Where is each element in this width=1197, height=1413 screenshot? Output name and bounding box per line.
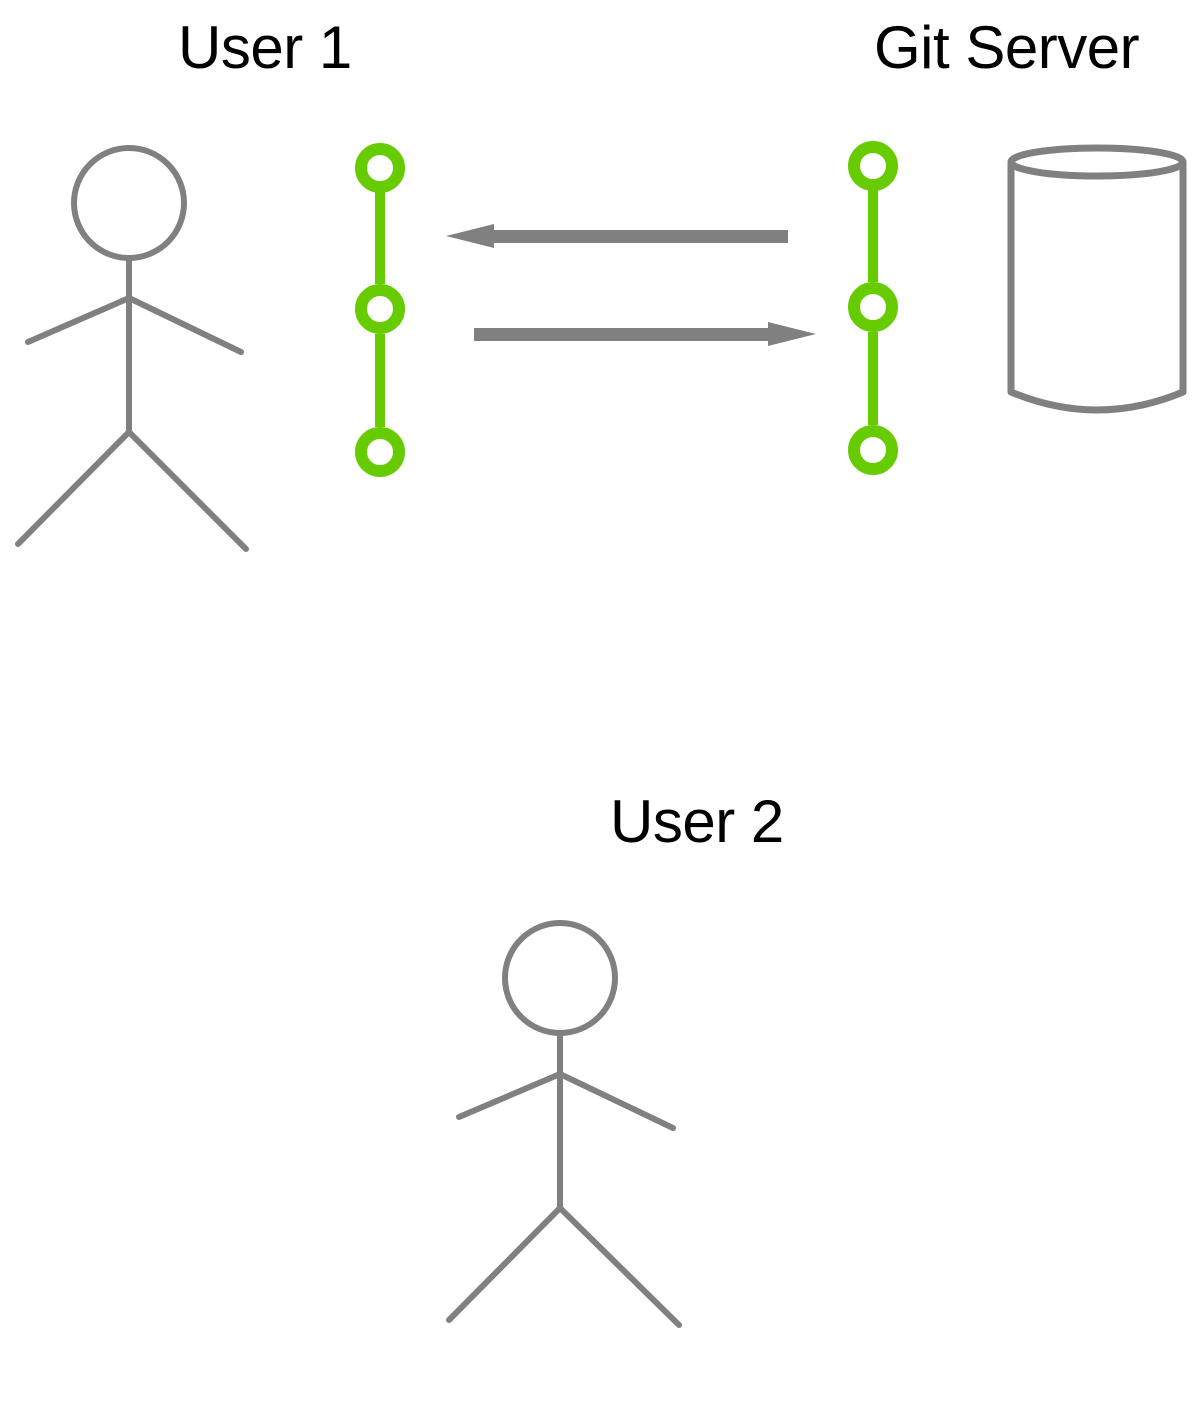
push-arrow-head [768,322,816,346]
local-commit-node-1 [355,143,405,193]
database-top [1007,144,1187,180]
database-cylinder-icon [1007,144,1187,414]
server-commit-node-3 [848,425,898,475]
pull-arrow-head [446,224,494,248]
push-arrow-right-icon [474,322,816,346]
pull-arrow-left-icon [446,224,788,248]
user-2-right-arm [557,1071,676,1131]
user-1-head [71,145,187,261]
git-server-label: Git Server [874,14,1140,81]
server-commit-node-2 [848,282,898,332]
user-1-right-arm [126,295,244,355]
user-1-right-leg [126,429,249,552]
server-commit-graph-icon [848,141,898,475]
database-body [1007,162,1187,414]
local-commit-node-3 [355,427,405,477]
user-2-stick-figure-icon [446,920,682,1328]
push-arrow-shaft [474,328,774,341]
local-commit-node-2 [355,284,405,334]
user-1-stick-figure-icon [15,145,249,552]
user-1-label: User 1 [178,14,352,81]
user-1-left-leg [15,429,132,547]
user-2-left-leg [446,1205,563,1323]
server-commit-node-1 [848,141,898,191]
user-2-left-arm [456,1071,563,1120]
pull-arrow-shaft [487,230,788,243]
user-2-right-leg [557,1205,682,1328]
user-2-label: User 2 [610,788,784,855]
local-commit-graph-icon [355,143,405,477]
user-2-head [502,920,618,1036]
user-1-left-arm [25,295,132,345]
